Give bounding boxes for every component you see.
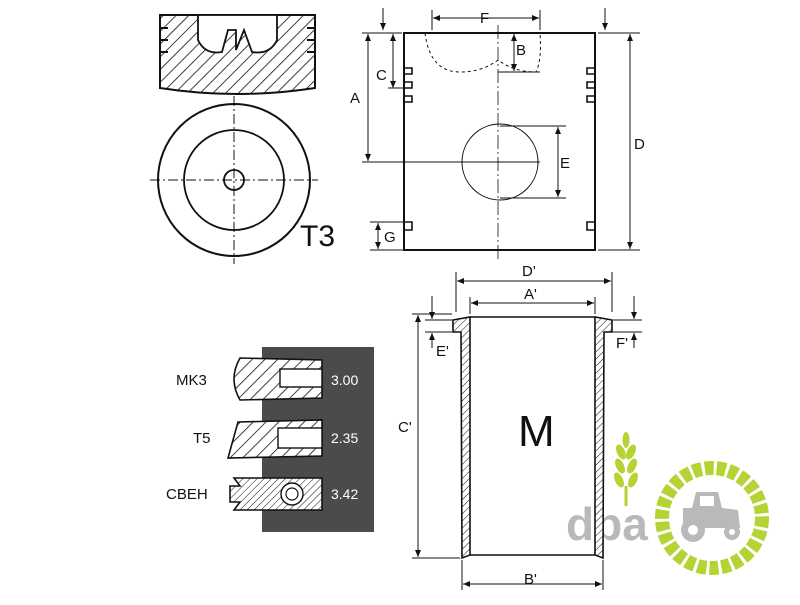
dim-label-e-prime: E' <box>436 343 449 360</box>
dim-label-a: A <box>350 90 360 107</box>
ring-type-cbeh: CBEH <box>166 486 208 503</box>
dim-label-c: C <box>376 67 387 84</box>
dim-label-d: D <box>634 136 645 153</box>
dim-label-b-prime: B' <box>524 571 537 588</box>
tractor-icon <box>681 492 740 542</box>
dpa-logo-text: dpa <box>566 498 648 550</box>
ring-value-cbeh: 3.42 <box>331 486 358 502</box>
dim-label-a-prime: A' <box>524 286 537 303</box>
dim-label-e: E <box>560 155 570 172</box>
ring-type-mk3: MK3 <box>176 372 207 389</box>
piston-dimension-lines <box>362 8 640 251</box>
ring-type-t5: T5 <box>193 430 211 447</box>
ring-value-t5: 2.35 <box>331 430 358 446</box>
piston-section-view <box>159 14 316 95</box>
ring-profile-cbeh <box>229 477 323 511</box>
liner-dimension-lines <box>412 272 642 590</box>
dim-label-c-prime: C' <box>398 419 412 436</box>
dim-label-b: B <box>516 42 526 59</box>
piston-side-view <box>403 25 596 262</box>
ring-profile-t5 <box>226 419 323 459</box>
wheat-icon <box>614 432 638 506</box>
liner-section-view <box>452 316 613 560</box>
ring-profile-mk3 <box>233 357 323 401</box>
piston-code-label: T3 <box>300 220 335 253</box>
piston-top-view <box>150 96 318 264</box>
dpa-logo: dpa <box>566 432 769 575</box>
liner-code-label: M <box>518 407 555 456</box>
dim-label-f: F <box>480 10 489 27</box>
dim-label-g: G <box>384 229 396 246</box>
ring-value-mk3: 3.00 <box>331 372 358 388</box>
dim-label-d-prime: D' <box>522 263 536 280</box>
dim-label-f-prime: F' <box>616 335 628 352</box>
